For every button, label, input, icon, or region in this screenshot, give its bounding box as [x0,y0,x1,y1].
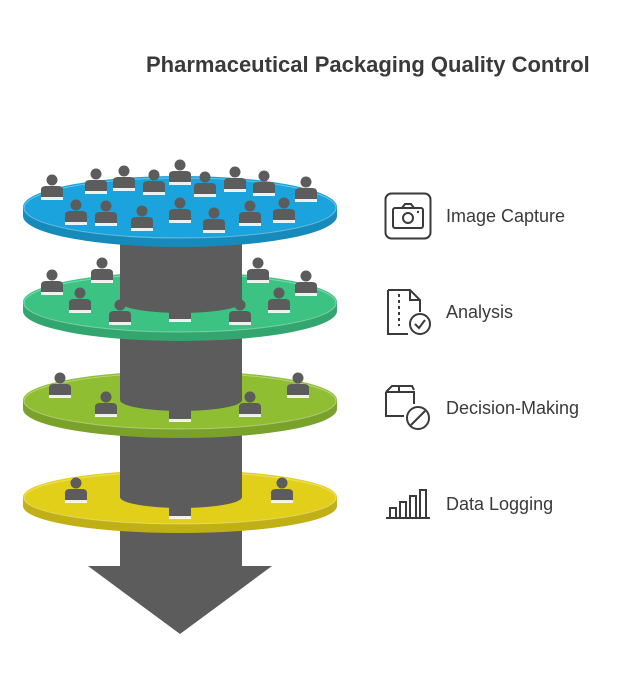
person-icon [295,176,317,202]
bar-chart-icon [384,480,432,528]
person-icon [85,168,107,194]
diagram-title: Pharmaceutical Packaging Quality Control [146,52,590,77]
person-icon [203,207,225,233]
stage-label: Image Capture [446,205,566,226]
stage-disc [23,356,337,438]
person-icon [169,493,191,519]
stage-analysis: Analysis [384,288,513,336]
stage-disc [23,257,337,341]
person-icon [69,287,91,313]
document-check-icon [384,288,432,336]
person-icon [295,270,317,296]
stage-label: Data Logging [446,493,554,514]
person-icon [169,396,191,422]
stage-image-capture: Image Capture [384,192,565,240]
person-icon [287,372,309,398]
stage-label: Analysis [446,301,514,322]
person-icon [224,166,246,192]
stage-decision-making: Decision-Making [384,384,579,432]
person-icon [95,200,117,226]
person-icon [131,205,153,231]
stage-disc [23,159,337,247]
person-icon [41,269,63,295]
camera-icon [384,192,432,240]
person-icon [143,169,165,195]
person-icon [239,200,261,226]
person-icon [95,391,117,417]
stage-disc [23,453,337,533]
person-icon [253,170,275,196]
box-blocked-icon [384,384,432,432]
person-icon [65,199,87,225]
person-icon [169,159,191,185]
person-icon [239,391,261,417]
person-icon [41,174,63,200]
stage-data-logging: Data Logging [384,480,553,528]
person-icon [169,197,191,223]
person-icon [247,257,269,283]
person-icon [169,296,191,322]
person-icon [268,287,290,313]
person-icon [229,299,251,325]
person-icon [194,171,216,197]
person-icon [91,257,113,283]
person-icon [271,477,293,503]
person-icon [273,197,295,223]
stage-label: Decision-Making [446,397,580,418]
person-icon [109,299,131,325]
person-icon [113,165,135,191]
person-icon [65,477,87,503]
person-icon [49,372,71,398]
